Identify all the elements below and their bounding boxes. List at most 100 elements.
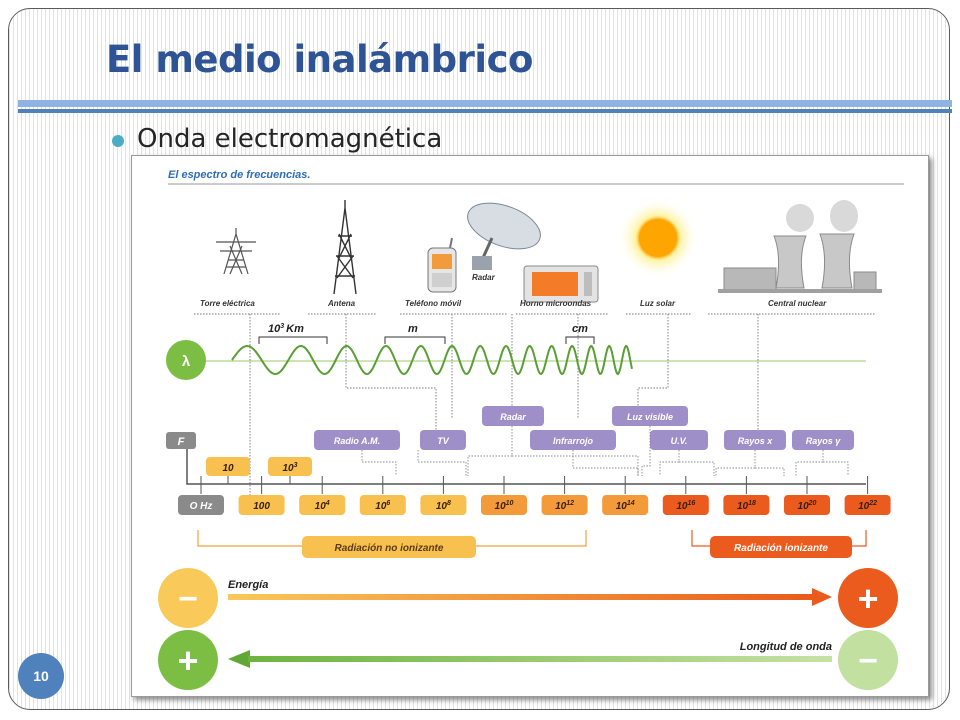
non-ionizing-badge (302, 536, 476, 558)
radar-dish-icon (467, 202, 541, 270)
svg-text:108: 108 (436, 500, 451, 512)
sun-icon (618, 198, 698, 278)
svg-text:104: 104 (315, 500, 330, 512)
axis-tick-6: 1012 (541, 476, 588, 515)
source-label-radar: Radar (472, 273, 496, 282)
energy-arrow-shaft (228, 594, 814, 600)
band-brackets (361, 426, 849, 476)
wavelength-wave (231, 344, 633, 376)
wavelength-markers (258, 336, 595, 344)
axis-tick-10: 1020 (784, 476, 830, 515)
ionizing-badge (710, 536, 852, 558)
antenna-icon (333, 200, 357, 295)
mobile-phone-icon (427, 237, 457, 293)
svg-text:Rayos x: Rayos x (738, 436, 774, 446)
svg-text:1022: 1022 (858, 500, 877, 512)
svg-text:10: 10 (222, 463, 234, 474)
svg-text:O Hz: O Hz (190, 501, 213, 512)
small-frequency-labels: 10 103 (206, 457, 312, 484)
lambda-badge (166, 340, 206, 380)
energy-plus-badge (838, 568, 898, 628)
svg-text:1018: 1018 (737, 500, 756, 512)
axis-tick-8: 1016 (662, 476, 709, 515)
axis-tick-1: 100 (238, 476, 285, 515)
small-freq-0: 10 (206, 457, 250, 484)
diagram-title: El espectro de frecuencias. (168, 169, 310, 181)
energy-minus-badge (158, 568, 218, 628)
svg-text:1010: 1010 (495, 500, 514, 512)
axis-tick-11: 1022 (844, 476, 891, 515)
svg-text:U.V.: U.V. (671, 436, 688, 446)
slide-title: El medio inalámbrico (106, 38, 533, 81)
svg-text:1012: 1012 (555, 500, 574, 512)
axis-tick-4: 108 (420, 476, 467, 515)
svg-text:106: 106 (375, 500, 390, 512)
source-label-sun: Luz solar (640, 299, 676, 308)
source-brackets (194, 313, 876, 496)
page-number: 10 (18, 653, 64, 699)
freq-axis-bracket (186, 449, 866, 485)
axis-tick-3: 106 (359, 476, 406, 515)
band-visible-light: Luz visible (612, 406, 688, 426)
axis-tick-5: 1010 (481, 476, 527, 515)
band-infrared: Infrarrojo (530, 430, 616, 450)
energy-label: Energía (228, 579, 268, 591)
energy-plus-sign: + (857, 578, 878, 619)
source-label-antenna: Antena (327, 299, 356, 308)
axis-tick-7: 1014 (602, 476, 649, 515)
wavelength-minus-sign: − (858, 642, 878, 680)
energy-minus-sign: − (178, 580, 198, 618)
svg-text:1014: 1014 (616, 500, 635, 512)
frequency-axis-labels: O Hz 100 104 106 108 1010 1012 1014 1016 1018 1020… (178, 476, 891, 515)
lambda-symbol: λ (182, 353, 191, 370)
band-x-rays: Rayos x (724, 430, 786, 450)
title-rule-dark (18, 109, 952, 113)
freq-badge (166, 432, 196, 449)
wavelength-cm-label: cm (572, 323, 588, 335)
small-freq-1: 103 (268, 457, 312, 484)
axis-tick-9: 1018 (723, 476, 770, 515)
bullet-text: Onda electromagnética (137, 124, 443, 154)
source-label-tower: Torre eléctrica (200, 299, 255, 308)
energy-arrow-head (812, 588, 832, 606)
spectrum-diagram: El espectro de frecuencias. (158, 169, 904, 690)
svg-text:Radio A.M.: Radio A.M. (334, 436, 380, 446)
bullet-dot (112, 135, 124, 147)
ionizing-label: Radiación ionizante (734, 543, 828, 554)
wavelength-plus-badge (158, 630, 218, 690)
source-label-nuclear: Central nuclear (768, 299, 827, 308)
svg-text:100: 100 (253, 501, 270, 512)
axis-tick-2: 104 (299, 476, 346, 515)
svg-text:Rayos γ: Rayos γ (806, 436, 842, 446)
microwave-icon (523, 265, 599, 303)
svg-text:TV: TV (437, 436, 449, 446)
band-gamma-rays: Rayos γ (792, 430, 854, 450)
title-rule-light (18, 100, 952, 107)
band-tv: TV (420, 430, 466, 450)
axis-tick-0: O Hz (178, 476, 224, 515)
non-ionizing-label: Radiación no ionizante (335, 543, 444, 554)
wavelength-plus-sign: + (177, 640, 198, 681)
wavelength-minus-badge (838, 630, 898, 690)
svg-text:Radar: Radar (500, 412, 526, 422)
nuclear-plant-icon (718, 200, 882, 293)
svg-text:1016: 1016 (676, 500, 695, 512)
svg-text:1020: 1020 (798, 500, 817, 512)
source-label-mobile: Teléfono móvil (405, 299, 462, 308)
band-radio-am: Radio A.M. (314, 430, 400, 450)
source-label-microwave: Horno microondas (520, 299, 592, 308)
wavelength-label: Longitud de onda (740, 641, 832, 653)
band-radar: Radar (482, 406, 544, 426)
svg-text:103: 103 (282, 462, 297, 474)
spectrum-figure: El espectro de frecuencias. (131, 155, 929, 697)
band-uv: U.V. (650, 430, 708, 450)
svg-text:Luz visible: Luz visible (627, 412, 673, 422)
wavelength-arrow-head (228, 650, 250, 668)
wavelength-arrow-shaft (248, 656, 832, 662)
freq-symbol: F (178, 436, 185, 448)
wavelength-m-label: m (408, 323, 418, 335)
tower-icon (216, 228, 256, 275)
svg-text:Infrarrojo: Infrarrojo (553, 436, 594, 446)
